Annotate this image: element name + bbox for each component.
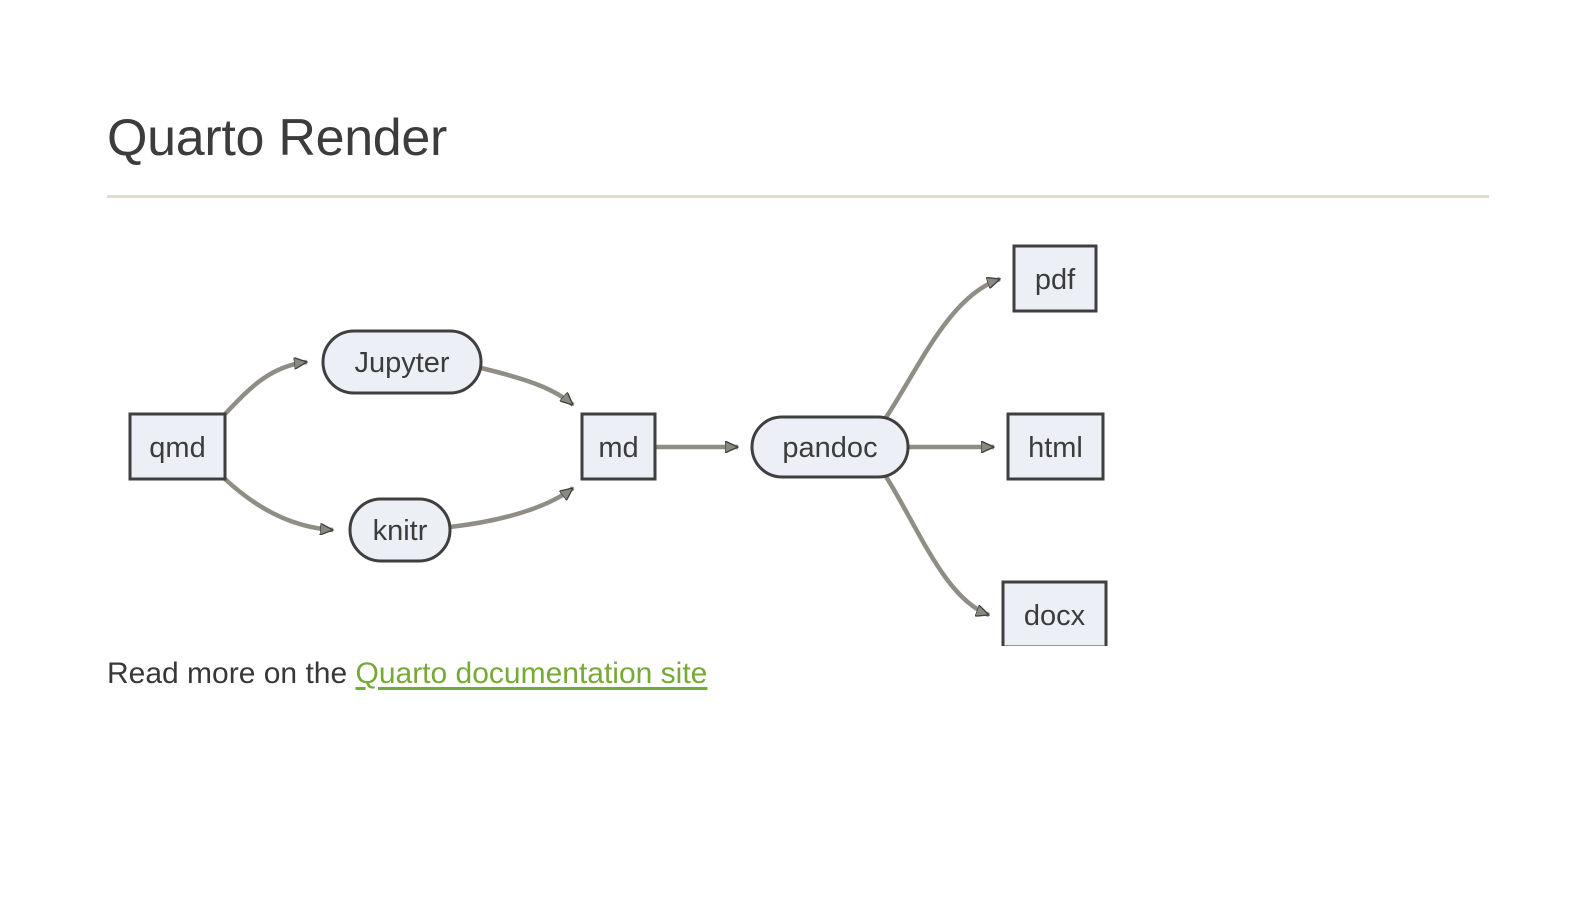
- read-more-paragraph: Read more on the Quarto documentation si…: [107, 646, 1492, 694]
- node-md-label: md: [598, 432, 638, 464]
- diagram-nodes: qmd Jupyter knitr md: [128, 244, 1108, 646]
- node-docx[interactable]: docx: [1001, 580, 1108, 646]
- node-docx-label: docx: [1024, 600, 1086, 632]
- node-jupyter-shape[interactable]: [321, 329, 483, 395]
- node-knitr-shape[interactable]: [348, 497, 452, 563]
- node-html[interactable]: html: [1006, 412, 1105, 481]
- node-qmd[interactable]: qmd: [128, 412, 227, 481]
- edge-jupyter-md: [480, 365, 575, 407]
- quarto-documentation-link[interactable]: Quarto documentation site: [355, 657, 708, 690]
- edge-qmd-jupyter: [223, 362, 307, 416]
- node-knitr-label: knitr: [373, 515, 428, 547]
- node-jupyter-label: Jupyter: [354, 347, 449, 379]
- node-md[interactable]: md: [580, 412, 657, 481]
- node-qmd-shape[interactable]: [128, 412, 227, 481]
- quarto-render-diagram: qmd Jupyter knitr md: [107, 226, 1147, 646]
- diagram-edges: [223, 279, 1000, 618]
- node-pdf-label: pdf: [1035, 264, 1076, 296]
- edge-pandoc-pdf: [883, 279, 1000, 421]
- node-pandoc-shape[interactable]: [750, 415, 910, 479]
- edge-knitr-md: [449, 486, 575, 530]
- title-divider: [107, 195, 1489, 198]
- node-pdf[interactable]: pdf: [1012, 244, 1098, 313]
- node-html-shape[interactable]: [1006, 412, 1105, 481]
- node-pandoc[interactable]: pandoc: [750, 415, 910, 479]
- node-knitr[interactable]: knitr: [348, 497, 452, 563]
- node-qmd-label: qmd: [149, 432, 205, 464]
- node-html-label: html: [1028, 432, 1083, 464]
- read-more-text: Read more on the: [107, 657, 356, 690]
- node-jupyter[interactable]: Jupyter: [321, 329, 483, 395]
- edge-qmd-knitr: [223, 477, 333, 530]
- content-column: Quarto Render: [107, 0, 1492, 694]
- edge-pandoc-docx: [883, 473, 989, 618]
- node-docx-shape[interactable]: [1001, 580, 1108, 646]
- node-pandoc-label: pandoc: [782, 432, 877, 464]
- node-pdf-shape[interactable]: [1012, 244, 1098, 313]
- node-md-shape[interactable]: [580, 412, 657, 481]
- page-title: Quarto Render: [107, 109, 448, 167]
